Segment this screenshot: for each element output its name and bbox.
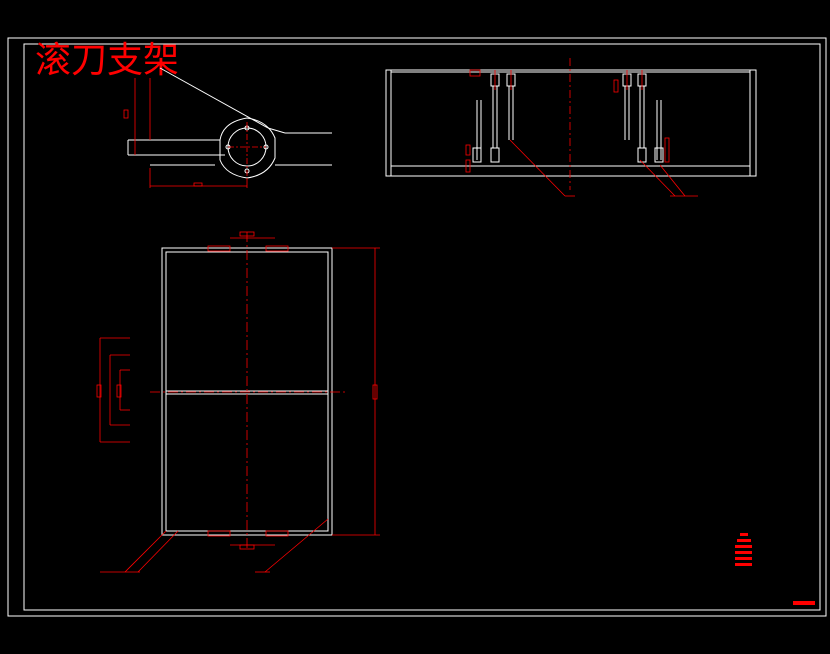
note-line-4 [735,551,752,554]
note-line-5 [735,557,752,560]
note-line-3 [735,545,752,548]
inner-border [23,43,821,611]
side-view-annotations [123,78,266,188]
note-line-2 [737,539,751,542]
title-block [735,533,815,605]
outer-border [7,37,827,617]
note-line-1 [740,533,748,536]
drawing-title: 滚刀支架 [35,40,179,81]
scale-label [793,601,815,605]
note-line-6 [735,563,752,566]
plan-view-annotations [96,231,380,573]
top-section-annotations [465,58,698,197]
